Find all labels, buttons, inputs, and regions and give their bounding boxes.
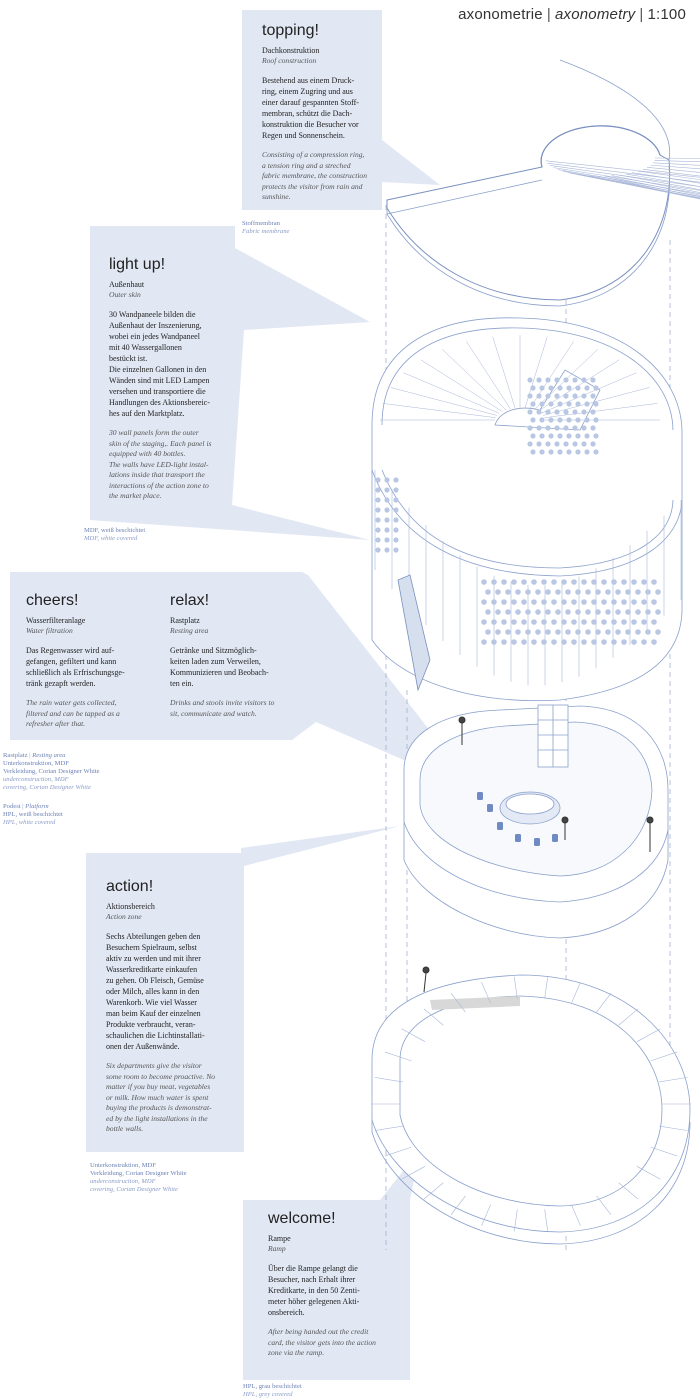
welcome-subtitle-de: Rampe	[268, 1234, 291, 1243]
note-hpl: HPL, grau beschichtet HPL, grey covered	[243, 1383, 302, 1399]
panel-action	[86, 826, 400, 1152]
note-podest-en2: HPL, white covered	[3, 819, 56, 826]
callout-lightup: light up! Außenhaut Outer skin 30 Wandpa…	[109, 256, 239, 502]
cheers-subtitle-de: Wasserfilteranlage	[26, 616, 86, 625]
relax-subtitle-en: Resting area	[170, 626, 209, 635]
note-stoffmembran-en: Fabric membrane	[242, 228, 290, 235]
topping-body-de: Bestehend aus einem Druck- ring, einem Z…	[262, 76, 359, 140]
callout-panels	[10, 10, 478, 1380]
note-stoffmembran-de: Stoffmembran	[242, 220, 280, 227]
note-stoffmembran: Stoffmembran Fabric membrane	[242, 220, 289, 236]
topping-body-en: Consisting of a compression ring, a tens…	[262, 150, 368, 201]
note-rastplatz-de3: Verkleidung, Corian Designer White	[3, 768, 100, 775]
note-podest-de2: HPL, weiß beschichtet	[3, 811, 63, 818]
ramp-segment-dividers	[371, 976, 691, 1232]
note-podest-en: Platform	[25, 803, 49, 810]
cheers-body-de: Das Regenwasser wird auf- gefangen, gefi…	[26, 646, 125, 688]
relax-body-en: Drinks and stools invite visitors to sit…	[170, 698, 275, 718]
callout-cheers: cheers! Wasserfilteranlage Water filtrat…	[26, 592, 154, 730]
ramp	[371, 974, 691, 1245]
lightup-body-en: 30 wall panels form the outer skin of th…	[109, 428, 212, 500]
action-body-en: Six departments give the visitor some ro…	[106, 1061, 216, 1133]
stools	[477, 792, 558, 846]
cheers-body-en: The rain water gets collected, filtered …	[26, 698, 120, 728]
action-subtitle-en: Action zone	[106, 912, 142, 921]
note-hpl-de: HPL, grau beschichtet	[243, 1383, 302, 1390]
welcome-title: welcome!	[268, 1210, 336, 1227]
panel-welcome	[243, 1150, 420, 1380]
relax-body-de: Getränke und Sitzmöglich- keiten laden z…	[170, 646, 269, 688]
note-unterkonstruktion: Unterkonstruktion, MDF Verkleidung, Cori…	[90, 1162, 187, 1194]
lightup-subtitle-de: Außenhaut	[109, 280, 145, 289]
note-podest-de: Podest	[3, 803, 21, 810]
welcome-subtitle-en: Ramp	[268, 1244, 286, 1253]
header-title-en: axonometry	[554, 6, 636, 23]
note-rastplatz-en2: underconstruction, MDF	[3, 776, 69, 783]
note-mdf-en: MDF, white covered	[84, 535, 138, 542]
topping-title: topping!	[262, 22, 319, 39]
welcome-body-de: Über die Rampe gelangt die Besucher, nac…	[268, 1264, 360, 1317]
action-title: action!	[106, 878, 154, 895]
lightup-title: light up!	[109, 256, 166, 273]
outer-skin-walls	[371, 317, 683, 702]
sheet-header: axonometrie|axonometry|1:100	[458, 6, 686, 23]
callout-welcome: welcome! Rampe Ramp Über die Rampe gelan…	[268, 1210, 404, 1359]
callout-action: action! Aktionsbereich Action zone Sechs…	[106, 878, 241, 1135]
action-zone-platform	[403, 704, 669, 939]
header-title-de: axonometrie	[458, 6, 543, 23]
callout-topping: topping! Dachkonstruktion Roof construct…	[262, 22, 402, 203]
panel-topping	[242, 10, 440, 210]
note-rastplatz-de: Rastplatz	[3, 752, 28, 759]
note-hpl-en: HPL, grey covered	[243, 1391, 293, 1398]
panel-lightup	[90, 226, 370, 540]
note-unterkonstruktion-de2: Verkleidung, Corian Designer White	[90, 1170, 187, 1177]
water-gallons	[375, 377, 661, 645]
note-rastplatz-en3: covering, Corian Designer White	[3, 784, 91, 791]
relax-subtitle-de: Rastplatz	[170, 616, 200, 625]
note-mdf: MDF, weiß beschichtet MDF, white covered	[84, 527, 145, 543]
note-rastplatz-de2: Unterkonstruktion, MDF	[3, 760, 69, 767]
note-rastplatz: Rastplatz | Resting area Unterkonstrukti…	[3, 752, 100, 791]
note-podest: Podest | Platform HPL, weiß beschichtet …	[3, 803, 63, 826]
relax-title: relax!	[170, 592, 210, 609]
topping-subtitle-de: Dachkonstruktion	[262, 46, 320, 55]
lightup-subtitle-en: Outer skin	[109, 290, 141, 299]
note-unterkonstruktion-en2: covering, Corian Designer White	[90, 1186, 178, 1193]
lightup-body-de: 30 Wandpaneele bilden die Außenhaut der …	[109, 310, 210, 418]
note-rastplatz-en: Resting area	[32, 752, 66, 759]
note-unterkonstruktion-de: Unterkonstruktion, MDF	[90, 1162, 156, 1169]
visitor-figures	[422, 716, 654, 993]
header-scale: 1:100	[647, 6, 686, 23]
note-mdf-de: MDF, weiß beschichtet	[84, 527, 146, 534]
cheers-subtitle-en: Water filtration	[26, 626, 73, 635]
panel-cheers-relax	[10, 572, 478, 792]
topping-subtitle-en: Roof construction	[262, 56, 317, 65]
note-unterkonstruktion-en: underconstruction, MDF	[90, 1178, 156, 1185]
cheers-title: cheers!	[26, 592, 79, 609]
action-body-de: Sechs Abteilungen geben den Besuchern Sp…	[106, 932, 205, 1051]
action-subtitle-de: Aktionsbereich	[106, 902, 155, 911]
welcome-body-en: After being handed out the credit card, …	[268, 1327, 376, 1357]
callout-relax: relax! Rastplatz Resting area Getränke u…	[170, 592, 298, 719]
